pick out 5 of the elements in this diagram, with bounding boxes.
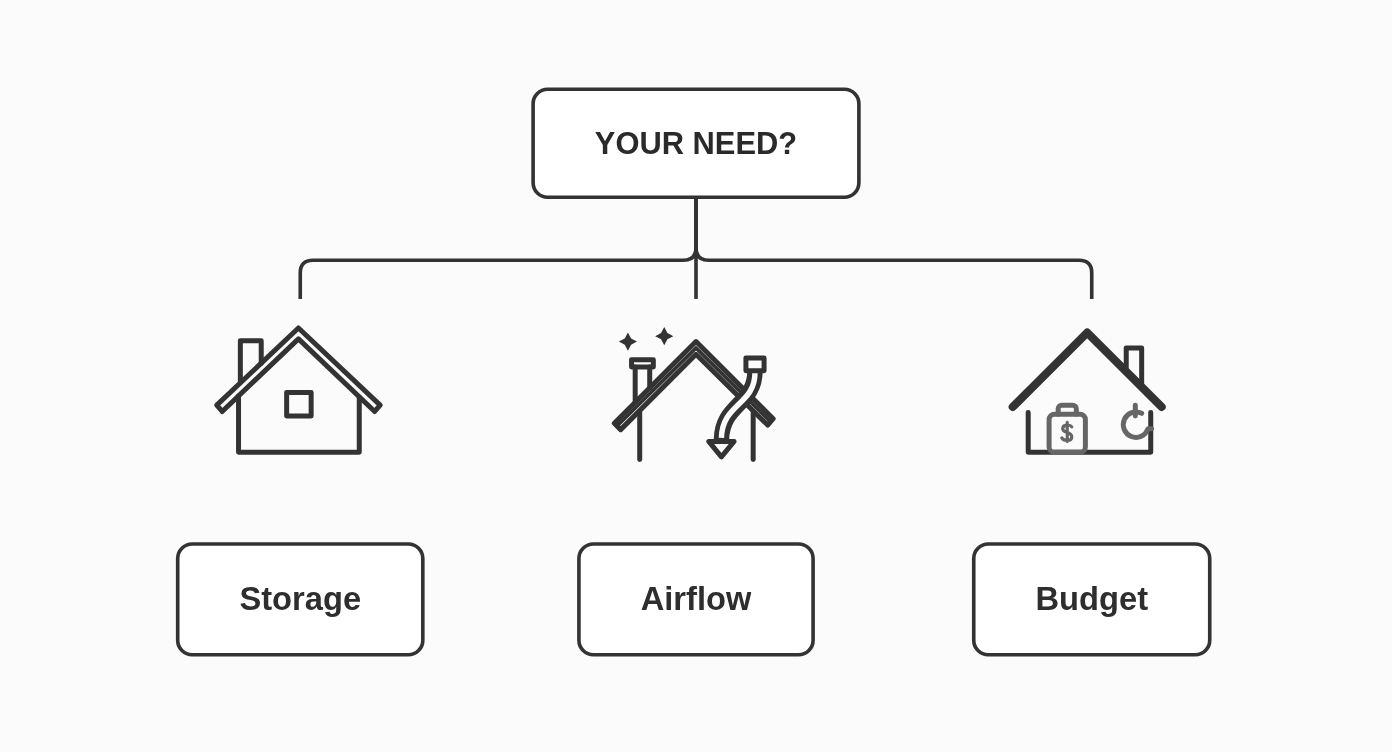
node-box: Budget: [971, 542, 1212, 657]
node-box: Storage: [175, 542, 425, 657]
node-box: YOUR NEED?: [531, 87, 861, 200]
node-box: Airflow: [577, 542, 815, 657]
connector: [694, 197, 1094, 299]
